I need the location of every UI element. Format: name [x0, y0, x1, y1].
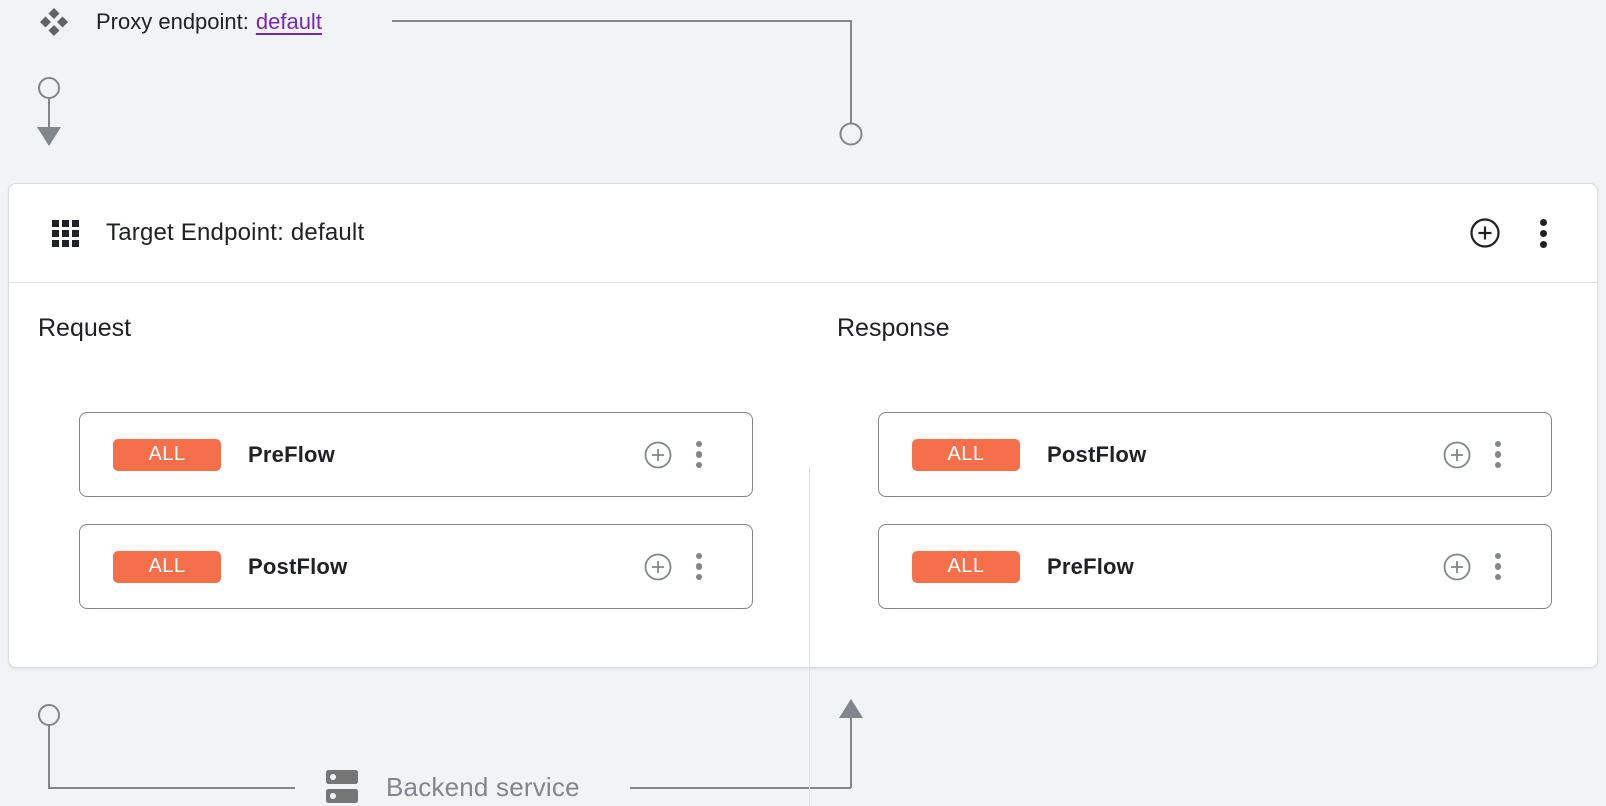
- flow-menu-button[interactable]: [1491, 437, 1506, 473]
- proxy-to-target-connector: [392, 20, 863, 146]
- flow-name: PostFlow: [1047, 441, 1147, 467]
- proxy-endpoint-label: Proxy endpoint:: [96, 9, 249, 34]
- add-circle-icon: [644, 441, 671, 468]
- add-circle-icon: [644, 553, 671, 580]
- add-policy-button[interactable]: [644, 553, 672, 581]
- proxy-request-connector: [37, 77, 61, 146]
- add-policy-button[interactable]: [1443, 553, 1471, 581]
- more-vert-icon: [1540, 218, 1547, 226]
- flow-card-request-preflow[interactable]: ALL PreFlow: [79, 412, 753, 497]
- add-policy-button[interactable]: [644, 441, 672, 469]
- flow-menu-button[interactable]: [692, 437, 707, 473]
- add-circle-icon: [1443, 553, 1470, 580]
- more-vert-icon: [1494, 440, 1501, 448]
- flow-name: PreFlow: [248, 441, 335, 467]
- flow-menu-button[interactable]: [1491, 549, 1506, 585]
- backend-to-target-connector: [630, 699, 863, 789]
- proxy-endpoint-icon: [40, 8, 68, 36]
- flow-condition-badge: ALL: [113, 438, 221, 471]
- more-vert-icon: [695, 552, 702, 560]
- add-flow-button[interactable]: [1470, 218, 1500, 248]
- flow-condition-badge: ALL: [912, 438, 1020, 471]
- backend-service-label: Backend service: [386, 771, 580, 802]
- endpoint-menu-button[interactable]: [1536, 215, 1551, 252]
- flow-card-response-postflow[interactable]: ALL PostFlow: [878, 412, 1552, 497]
- more-vert-icon: [695, 440, 702, 448]
- response-section-label: Response: [837, 314, 950, 342]
- request-response-divider: [809, 467, 810, 806]
- target-endpoint-header: Target Endpoint: default: [9, 184, 1597, 283]
- grid-icon: [52, 219, 79, 247]
- target-to-backend-connector: [38, 704, 295, 789]
- flow-card-response-preflow[interactable]: ALL PreFlow: [878, 524, 1552, 609]
- flow-card-request-postflow[interactable]: ALL PostFlow: [79, 524, 753, 609]
- flow-name: PreFlow: [1047, 553, 1134, 579]
- flow-name: PostFlow: [248, 553, 348, 579]
- proxy-endpoint-link[interactable]: default: [255, 9, 322, 34]
- proxy-endpoint-row: Proxy endpoint: default: [40, 8, 322, 36]
- flow-menu-button[interactable]: [692, 549, 707, 585]
- dns-icon: [326, 770, 358, 803]
- add-circle-icon: [1470, 218, 1500, 248]
- target-endpoint-title: Target Endpoint: default: [106, 219, 365, 246]
- backend-service-row: Backend service: [326, 770, 580, 804]
- more-vert-icon: [1494, 552, 1501, 560]
- request-section-label: Request: [38, 314, 132, 342]
- add-policy-button[interactable]: [1443, 441, 1471, 469]
- add-circle-icon: [1443, 441, 1470, 468]
- flow-condition-badge: ALL: [113, 550, 221, 583]
- flow-condition-badge: ALL: [912, 550, 1020, 583]
